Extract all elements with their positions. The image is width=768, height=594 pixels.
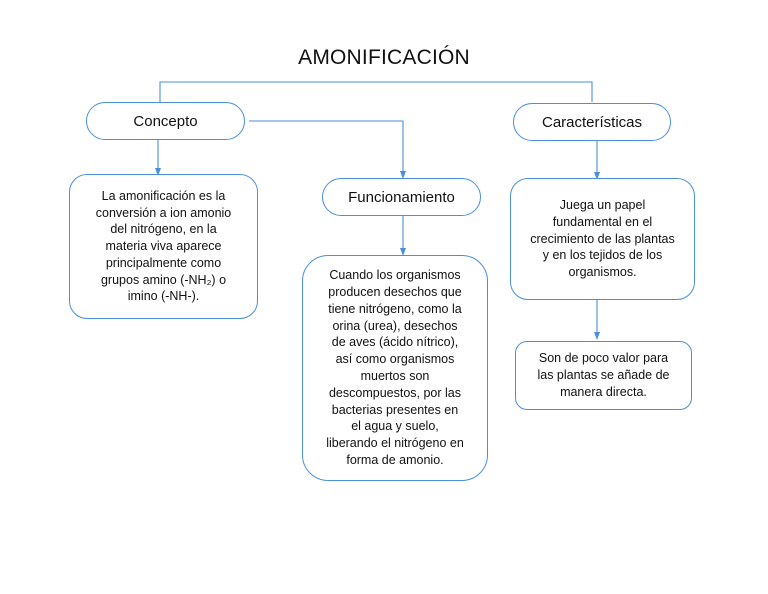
caracteristicas-item2-text: Son de poco valor para las plantas se añ… [537,351,670,399]
caracteristicas-node: Características [513,103,671,141]
caracteristicas-label: Características [541,113,643,131]
caracteristicas-item1-text: Juega un papel fundamental en el crecimi… [530,198,675,280]
title-bracket-line [159,81,593,102]
arrow-concepto-funcionamiento [249,120,406,179]
funcionamiento-label: Funcionamiento [348,188,455,206]
caracteristicas-item2-box: Son de poco valor para las plantas se añ… [515,341,692,410]
concepto-definition-box: La amonificación es la conversión a ion … [69,174,258,319]
funcionamiento-description-text: Cuando los organismos producen desechos … [326,268,464,467]
concepto-node: Concepto [86,102,245,140]
funcionamiento-node: Funcionamiento [322,178,481,216]
funcionamiento-description-box: Cuando los organismos producen desechos … [302,255,488,481]
diagram-title: AMONIFICACIÓN [298,46,470,69]
concepto-definition-text: La amonificación es la conversión a ion … [95,188,232,304]
concepto-label: Concepto [133,112,198,130]
caracteristicas-item1-box: Juega un papel fundamental en el crecimi… [510,178,695,300]
